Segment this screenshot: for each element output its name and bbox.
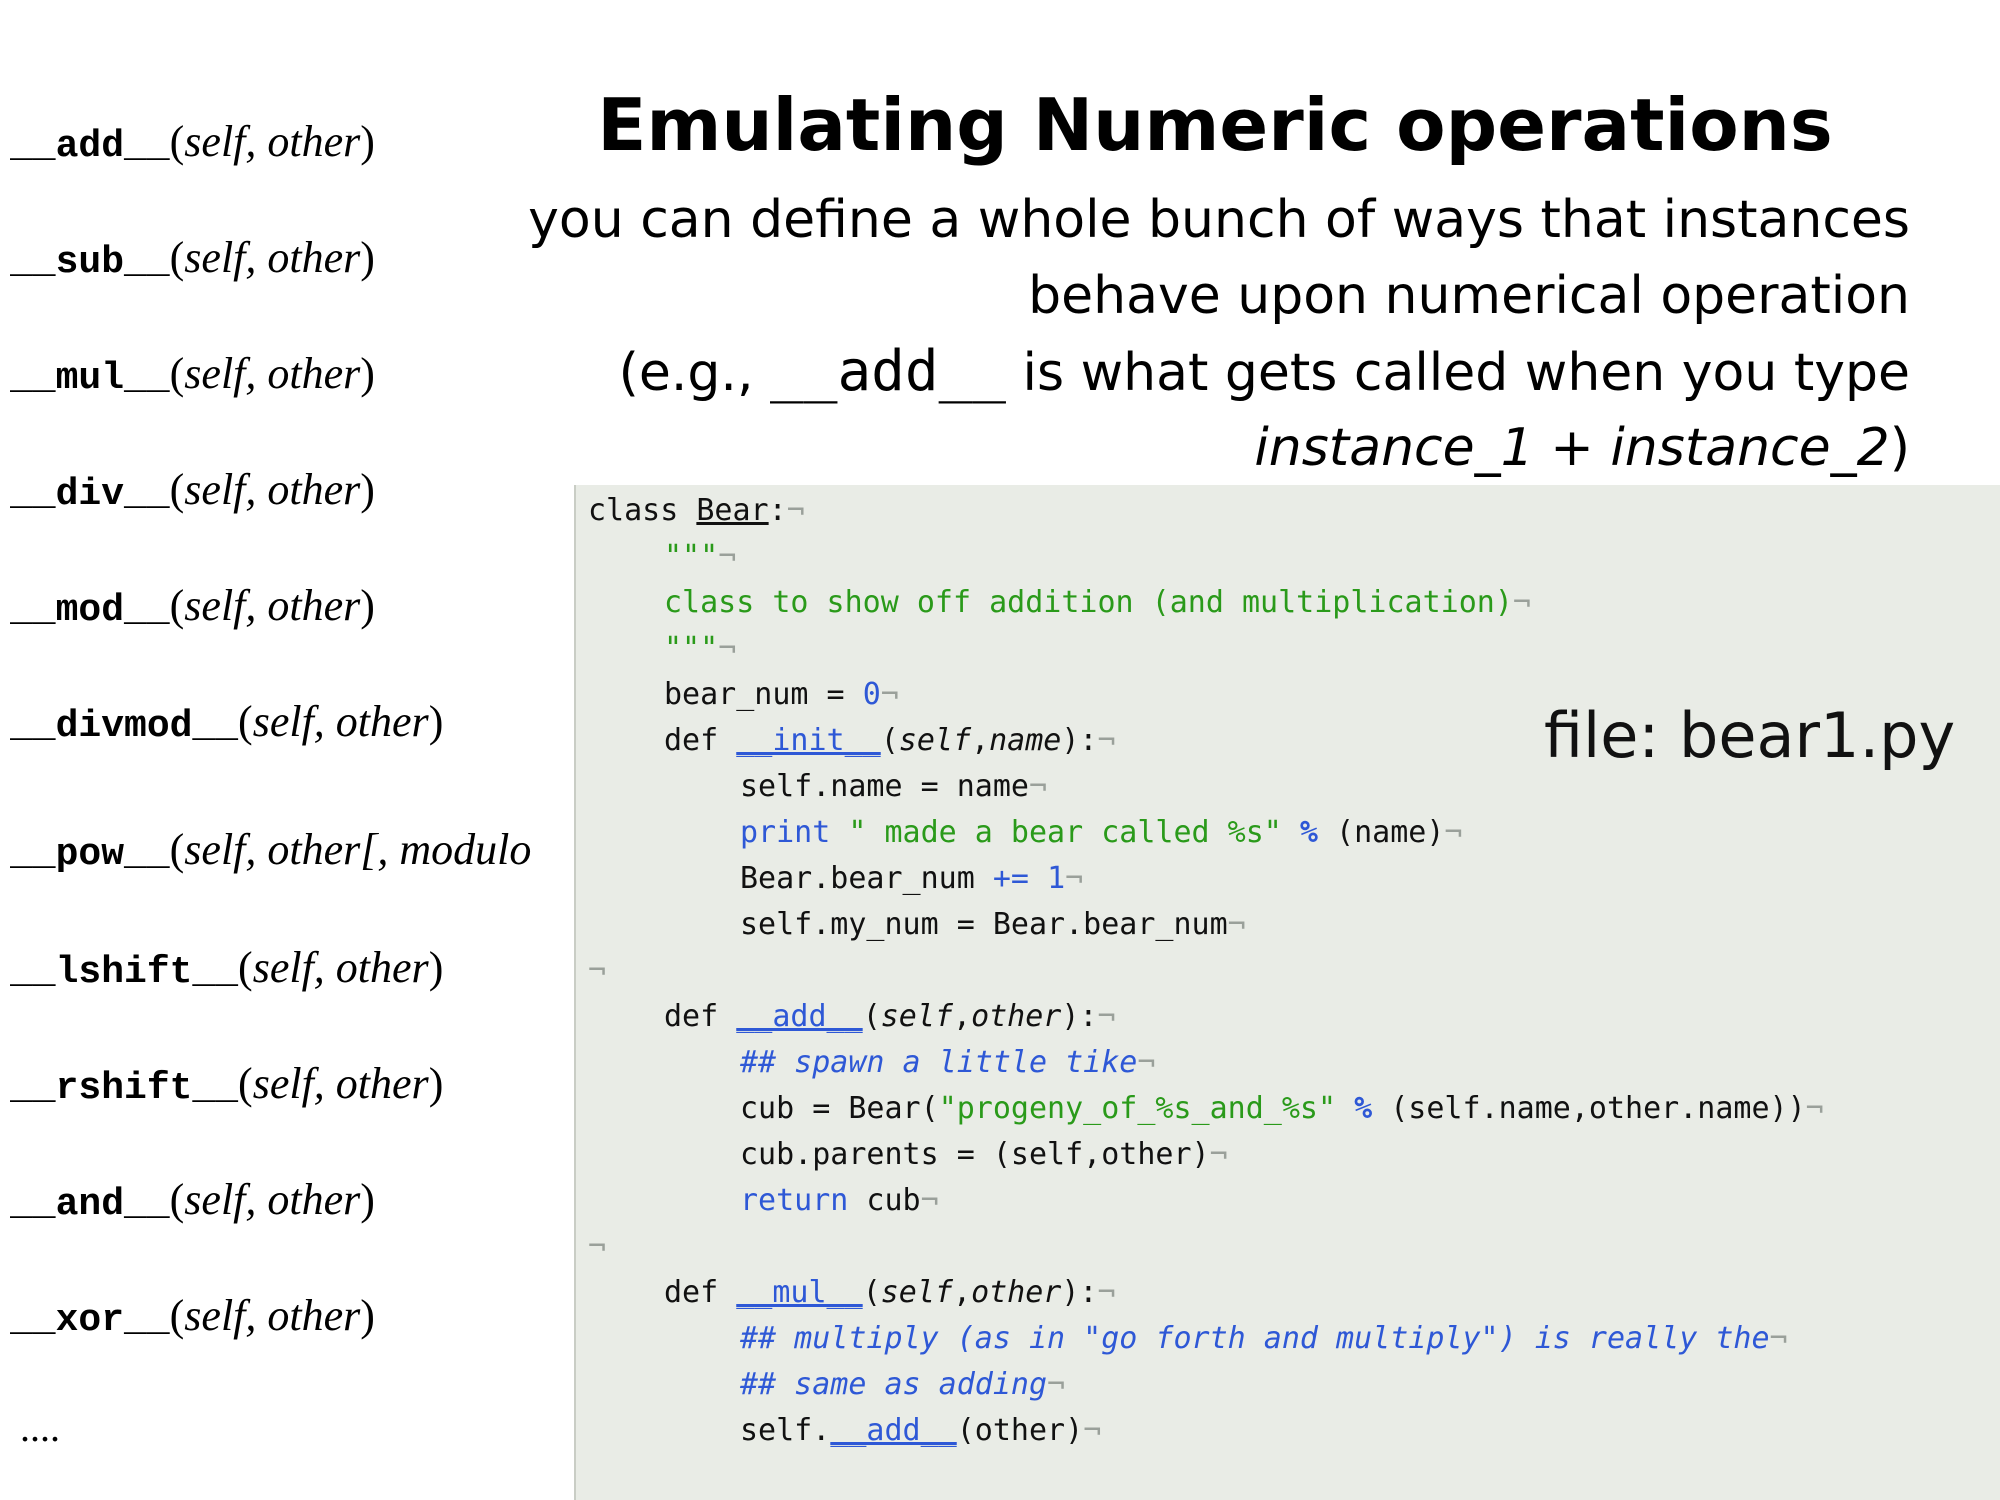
method-name: __div__ <box>10 473 170 516</box>
method-signature: self, other <box>252 697 429 746</box>
code-line: ¬ <box>588 953 607 988</box>
code-line: ## multiply (as in "go forth and multipl… <box>740 1321 1788 1356</box>
code-line: ## spawn a little tike¬ <box>740 1045 1156 1080</box>
method-signature: self, other <box>184 465 361 514</box>
description-line-2: behave upon numerical operation <box>1028 266 1910 326</box>
code-line: return cub¬ <box>740 1183 939 1218</box>
method-name: __sub__ <box>10 241 170 284</box>
instance-2: instance_2 <box>1610 418 1890 478</box>
code-line: ## same as adding¬ <box>740 1367 1066 1402</box>
method-item: __rshift__(self, other) <box>10 1059 444 1110</box>
method-item: __mod__(self, other) <box>10 581 375 632</box>
code-line: def __add__(self,other):¬ <box>664 999 1116 1034</box>
method-signature: self, other <box>184 1291 361 1340</box>
method-item: __and__(self, other) <box>10 1175 375 1226</box>
method-signature: self, other <box>184 233 361 282</box>
method-item: __mul__(self, other) <box>10 349 375 400</box>
method-signature: self, other <box>184 349 361 398</box>
method-signature: self, other <box>252 1059 429 1108</box>
method-item: __pow__(self, other[, modulo <box>10 825 532 876</box>
description-text: (e.g., <box>618 343 771 403</box>
method-item: __add__(self, other) <box>10 117 375 168</box>
method-signature: self, other <box>184 117 361 166</box>
method-name: __lshift__ <box>10 951 239 994</box>
file-label: file: bear1.py <box>1544 699 1956 772</box>
method-item: __div__(self, other) <box>10 465 375 516</box>
method-item: __lshift__(self, other) <box>10 943 444 994</box>
method-list: __add__(self, other) __sub__(self, other… <box>10 0 570 1500</box>
code-line: print " made a bear called %s" % (name)¬ <box>740 815 1463 850</box>
code-line: class Bear:¬ <box>588 493 805 528</box>
description-text: is what gets called when you type <box>1006 343 1910 403</box>
method-name: __and__ <box>10 1183 170 1226</box>
code-line: cub = Bear("progeny_of_%s_and_%s" % (sel… <box>740 1091 1824 1126</box>
method-signature: self, other <box>184 581 361 630</box>
method-name: __rshift__ <box>10 1067 239 1110</box>
method-name: __mul__ <box>10 357 170 400</box>
method-name: __divmod__ <box>10 705 239 748</box>
code-line: class to show off addition (and multipli… <box>664 585 1531 620</box>
method-signature: self, other <box>184 1175 361 1224</box>
instance-1: instance_1 <box>1254 418 1534 478</box>
code-line: self.__add__(other)¬ <box>740 1413 1102 1448</box>
method-name: __mod__ <box>10 589 170 632</box>
inline-code: __add__ <box>770 339 1007 404</box>
method-name: __add__ <box>10 125 170 168</box>
description-line-3: (e.g., __add__ is what gets called when … <box>410 340 1910 405</box>
method-item: __sub__(self, other) <box>10 233 375 284</box>
description-line-4: instance_1 + instance_2) <box>410 416 1910 480</box>
code-line: """¬ <box>664 631 737 666</box>
code-line: self.name = name¬ <box>740 769 1048 804</box>
slide-title: Emulating Numeric operations <box>597 83 1833 167</box>
code-line: def __mul__(self,other):¬ <box>664 1275 1116 1310</box>
ellipsis: .... <box>20 1405 60 1450</box>
code-line: Bear.bear_num += 1¬ <box>740 861 1084 896</box>
description-line-1: you can define a whole bunch of ways tha… <box>528 190 1910 250</box>
method-name: __pow__ <box>10 833 170 876</box>
code-panel: class Bear:¬ """¬ class to show off addi… <box>574 485 2000 1500</box>
method-signature: self, other <box>252 943 429 992</box>
code-line: bear_num = 0¬ <box>664 677 899 712</box>
method-item: __divmod__(self, other) <box>10 697 444 748</box>
code-line: cub.parents = (self,other)¬ <box>740 1137 1228 1172</box>
method-item: __xor__(self, other) <box>10 1291 375 1342</box>
method-signature: self, other[, modulo <box>184 825 532 874</box>
code-line: self.my_num = Bear.bear_num¬ <box>740 907 1246 942</box>
plus-sign: + <box>1533 418 1611 478</box>
code-line: ¬ <box>588 1229 607 1264</box>
method-name: __xor__ <box>10 1299 170 1342</box>
close-paren: ) <box>1889 418 1910 478</box>
code-line: """¬ <box>664 539 737 574</box>
code-line: def __init__(self,name):¬ <box>664 723 1116 758</box>
